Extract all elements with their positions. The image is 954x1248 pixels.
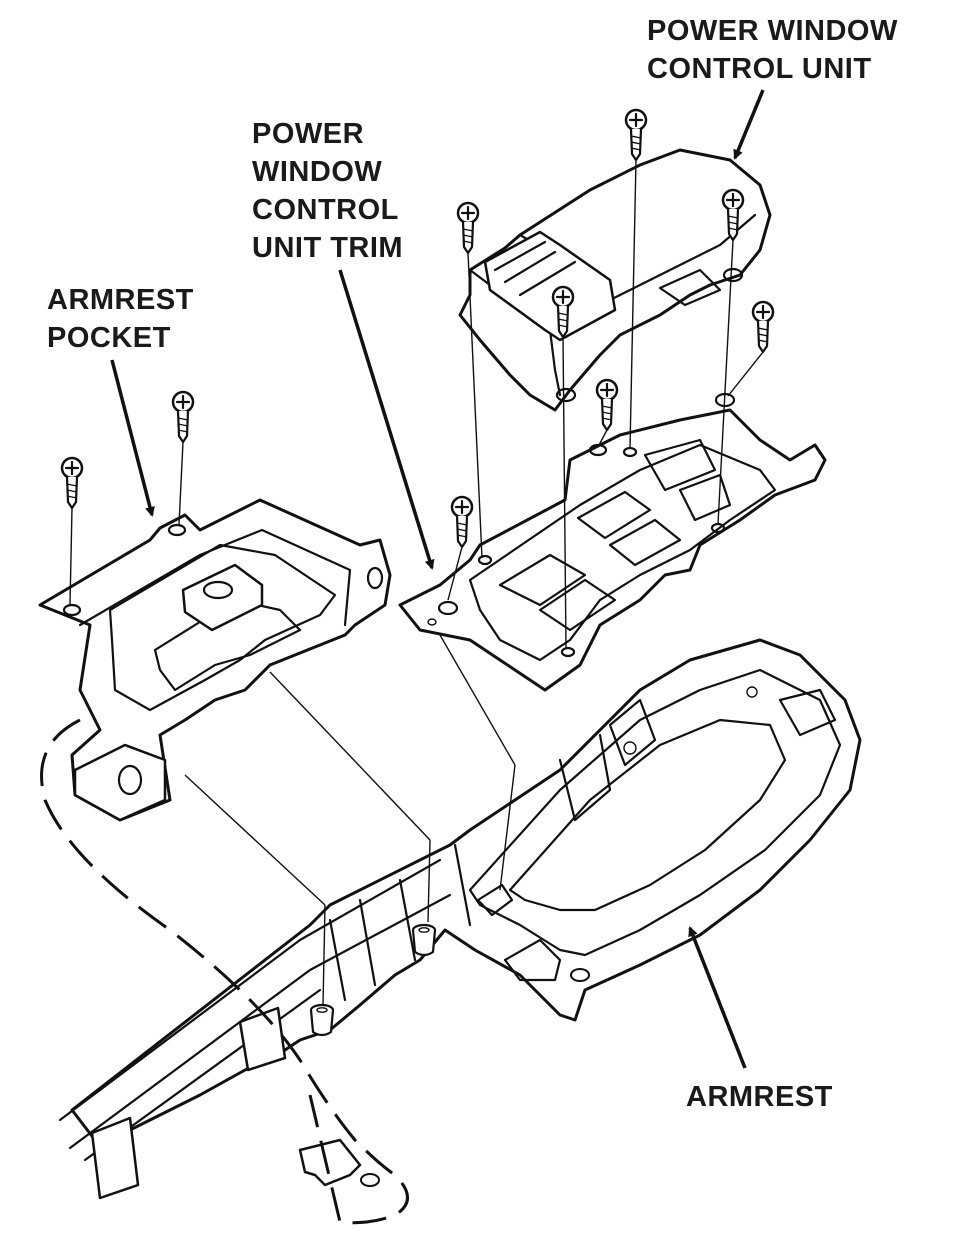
label-power-window-control-unit-1: POWER WINDOW — [647, 15, 898, 47]
screw-icon — [624, 108, 648, 162]
screw-icon — [751, 300, 775, 354]
armrest — [58, 638, 862, 1200]
clip-icon — [411, 923, 437, 957]
screw-icon — [456, 201, 480, 255]
label-armrest-pocket-2: POCKET — [47, 322, 171, 354]
label-power-window-control-unit-2: CONTROL UNIT — [647, 53, 872, 85]
power-window-control-unit — [458, 148, 772, 412]
screw-icon — [595, 378, 619, 432]
label-trim-1: POWER — [252, 118, 364, 150]
detail-outline — [40, 718, 409, 1225]
label-trim-2: WINDOW — [252, 156, 382, 188]
alignment-lines — [69, 159, 764, 1006]
label-trim-4: UNIT TRIM — [252, 232, 403, 264]
clip-icon — [309, 1003, 335, 1037]
screw-icon — [450, 495, 474, 549]
leader-lines — [110, 89, 765, 1069]
screw-icon — [60, 456, 84, 510]
power-window-control-unit-trim — [398, 392, 827, 692]
screw-icon — [171, 390, 195, 444]
label-trim-3: CONTROL — [252, 194, 399, 226]
armrest-pocket — [38, 498, 392, 822]
label-armrest: ARMREST — [686, 1081, 833, 1113]
label-armrest-pocket-1: ARMREST — [47, 284, 194, 316]
